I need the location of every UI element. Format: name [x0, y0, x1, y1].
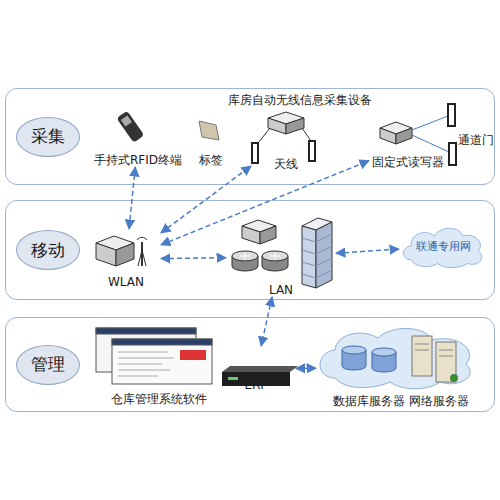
node-label: 数据库服务器 网络服务器 [333, 394, 469, 408]
layer-band: 管理仓库管理系统软件 ERP 数据库服务器 网络服务器 [5, 317, 495, 412]
server-cloud-icon [320, 328, 470, 388]
layer-band: 移动 WLAN LAN 联通专用网 [5, 200, 495, 300]
server-node: 数据库服务器 网络服务器 [316, 326, 486, 408]
node-label: 联通专用网 [416, 239, 471, 254]
layer-label: 移动 [16, 230, 80, 270]
dashed-connector [296, 367, 316, 369]
node-label: 通道门 [458, 132, 494, 149]
device-node: 手持式RFID终端 [89, 113, 187, 167]
dashed-connector [161, 161, 369, 245]
device-node: 标签 [191, 119, 231, 167]
dashed-connector [161, 166, 251, 233]
dashed-connector [261, 297, 272, 346]
node-label: LAN [269, 283, 293, 297]
dashed-connector [129, 167, 135, 229]
node-label: WLAN [108, 275, 144, 289]
network-cloud: 联通专用网 [399, 223, 487, 269]
system-node: 仓库管理系统软件 [91, 326, 226, 406]
node-label: 固定式读写器 [372, 155, 444, 169]
lan-icon [232, 218, 332, 288]
node-label: 仓库管理系统软件 [111, 392, 207, 406]
device-node: 固定式读写器 [369, 121, 447, 169]
node-label: 天线 [274, 157, 298, 171]
node-label: ERP [244, 378, 267, 392]
handheld-icon [116, 111, 144, 143]
group-heading: 库房自动无线信息采集设备 [228, 92, 372, 109]
node-label: 标签 [199, 153, 223, 167]
system-node: ERP [216, 346, 296, 392]
tag-icon [199, 121, 219, 140]
network-node: LAN [226, 217, 336, 297]
device-node: 通道门 [458, 129, 495, 151]
erp-device-icon [222, 366, 298, 386]
layer-label: 管理 [16, 345, 80, 385]
dashed-connector [336, 249, 399, 253]
device-node: 天线 [251, 109, 321, 171]
network-node: WLAN [91, 229, 161, 289]
node-label: 手持式RFID终端 [94, 153, 182, 167]
layer-label: 采集 [16, 117, 80, 157]
dashed-connector [161, 257, 226, 259]
wlan-icon [96, 236, 147, 266]
software-icon [96, 328, 212, 384]
antenna-box-icon [252, 112, 315, 163]
reader-icon [380, 104, 456, 165]
